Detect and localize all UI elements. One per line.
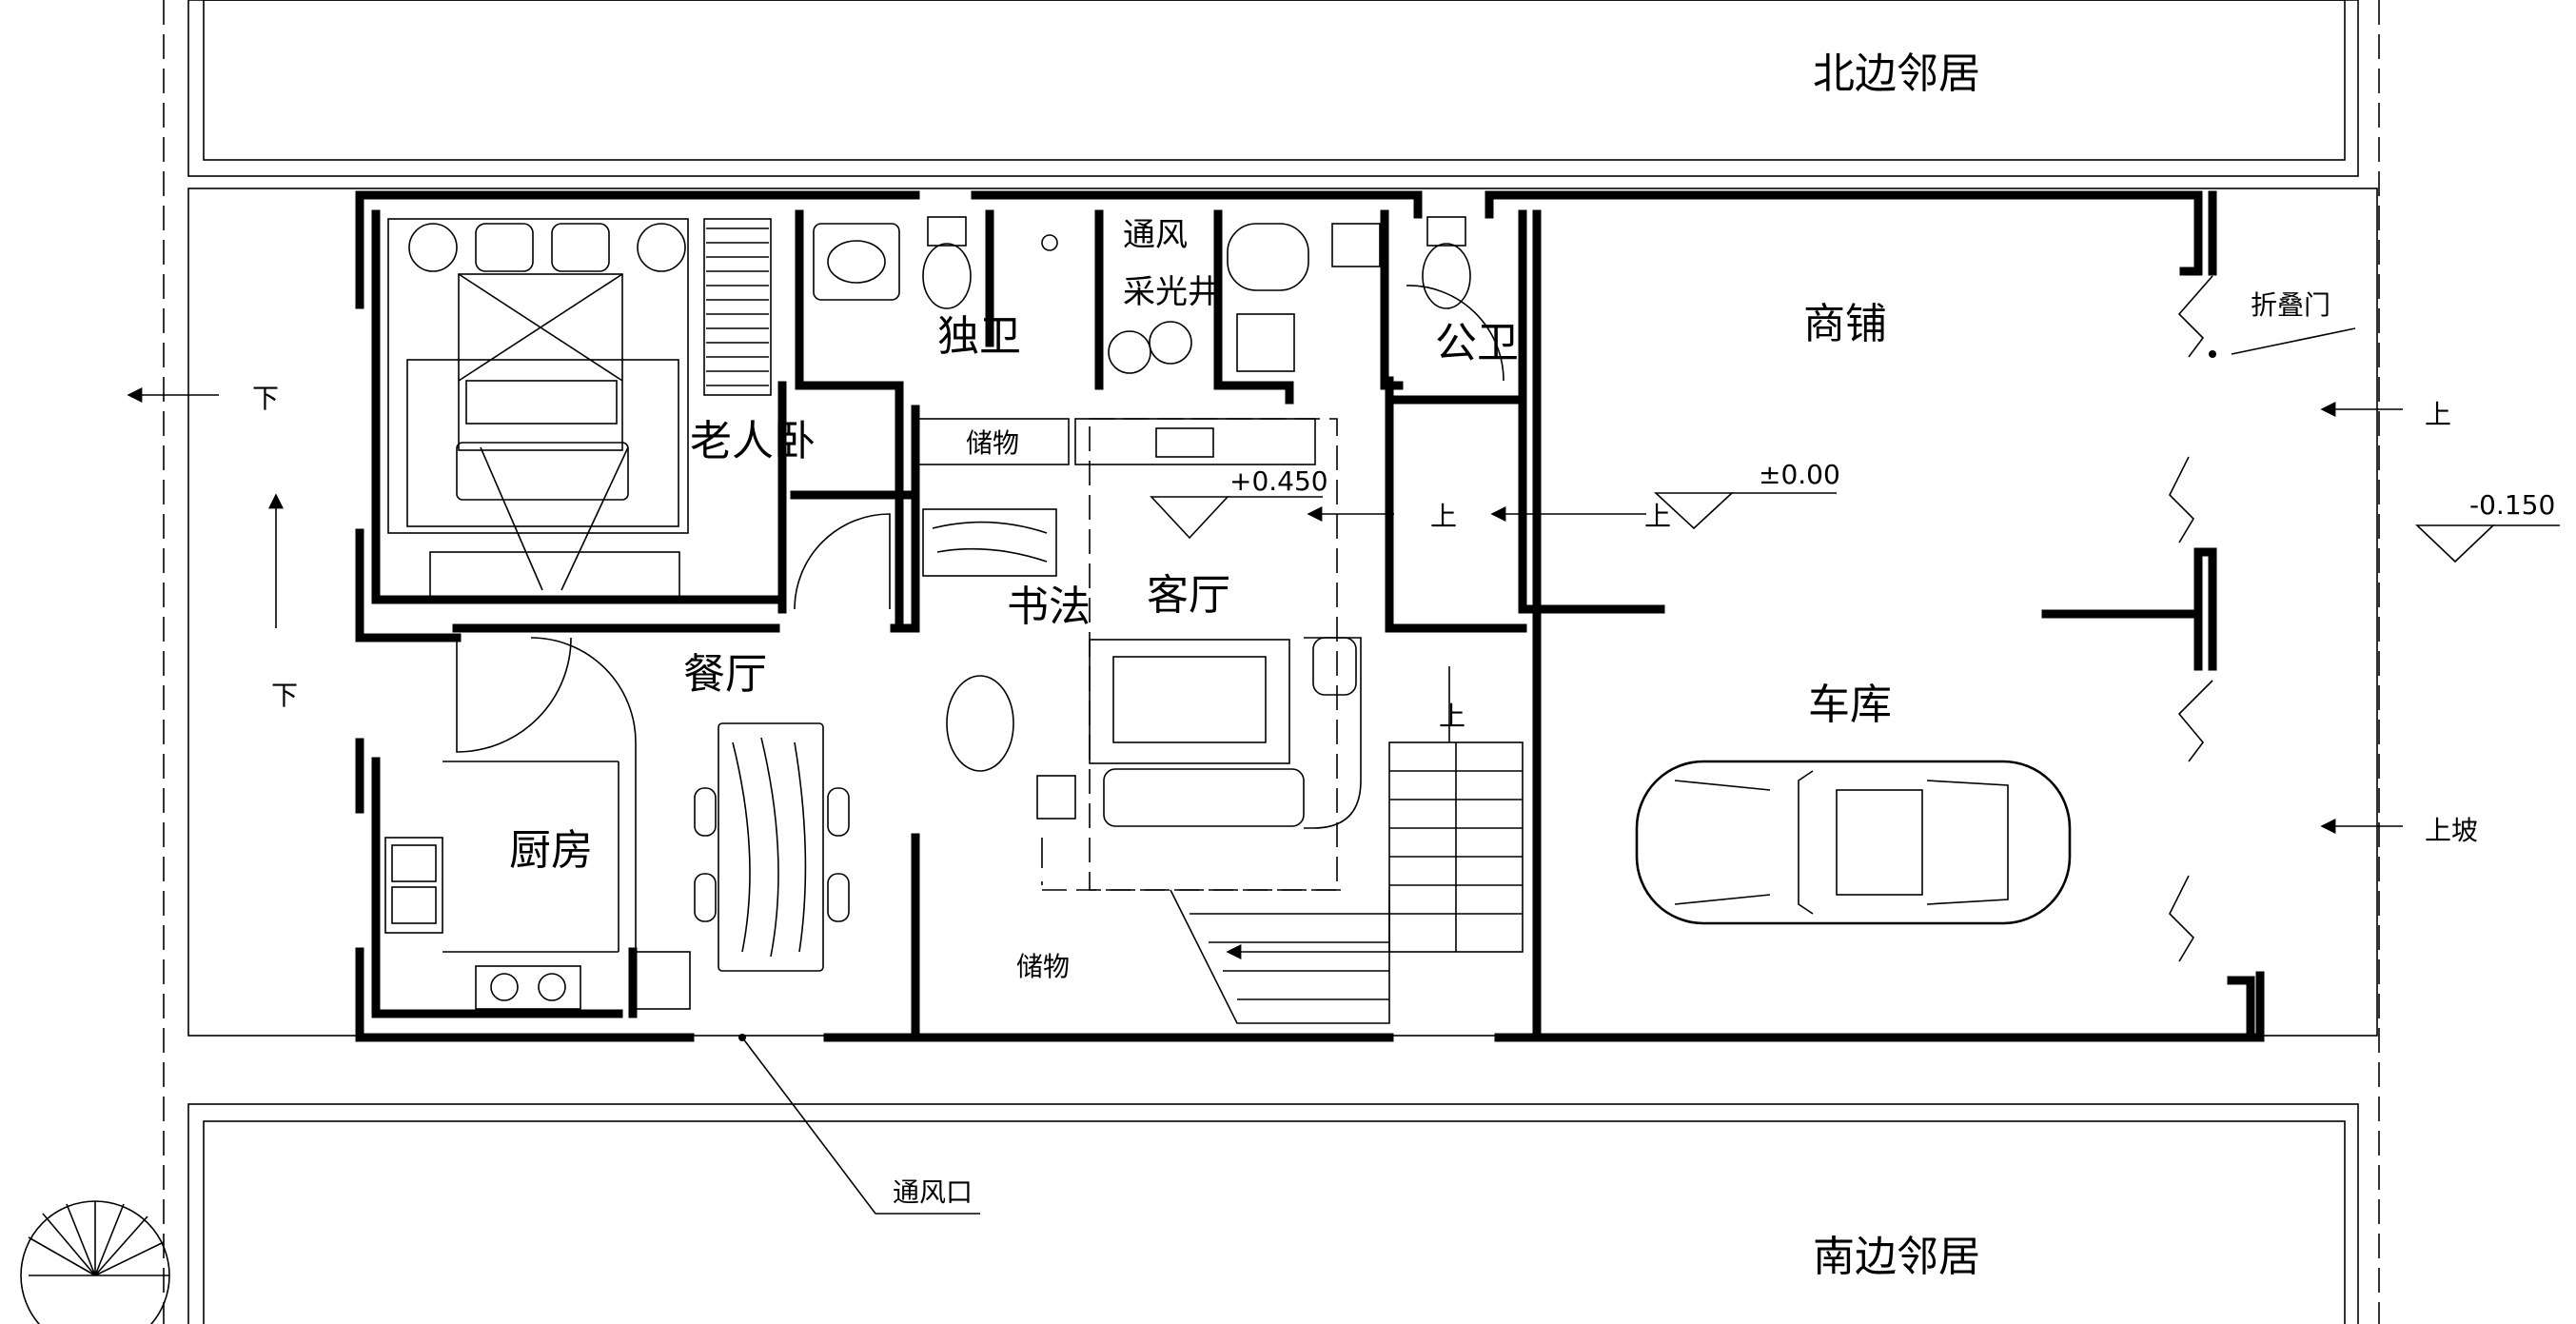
label-down-west: 下 bbox=[252, 383, 279, 414]
label-private-bath: 独卫 bbox=[937, 312, 1021, 361]
label-public-bath: 公卫 bbox=[1435, 319, 1519, 367]
label-north-neighbor: 北边邻居 bbox=[1813, 49, 1980, 98]
walls bbox=[355, 190, 2265, 1042]
label-shop: 商铺 bbox=[1803, 300, 1887, 348]
label-storage-bottom: 储物 bbox=[1016, 951, 1070, 982]
bed-furniture bbox=[387, 218, 772, 603]
label-kitchen: 厨房 bbox=[509, 826, 593, 875]
living-furniture bbox=[917, 418, 1362, 891]
bath-fixtures bbox=[813, 216, 1471, 374]
label-vent-opening: 通风口 bbox=[893, 1176, 973, 1208]
level-shop: ±0.00 bbox=[1759, 459, 1840, 490]
label-storage-top: 储物 bbox=[966, 427, 1019, 459]
label-south-neighbor: 南边邻居 bbox=[1813, 1233, 1980, 1281]
stairs bbox=[1041, 666, 1524, 1024]
level-arrows bbox=[127, 327, 2560, 1215]
label-up-ramp: 上坡 bbox=[2425, 815, 2478, 846]
label-vent-well: 通风 bbox=[1123, 216, 1188, 254]
room-labels: 北边邻居 南边邻居 老人卧 独卫 通风 采光井 公卫 商铺 储物 书法 客厅 餐… bbox=[509, 49, 1980, 1281]
car-symbol bbox=[1635, 760, 2072, 925]
label-elder-bedroom: 老人卧 bbox=[690, 417, 816, 465]
label-down-south: 下 bbox=[271, 680, 298, 711]
label-up-garage-entry: 上 bbox=[1644, 501, 1671, 532]
tree-symbol bbox=[20, 1200, 170, 1324]
level-labels: +0.450 ±0.00 -0.150 bbox=[1229, 459, 2555, 521]
level-living: +0.450 bbox=[1229, 465, 1328, 497]
label-up-stair: 上 bbox=[1439, 701, 1465, 732]
annotation-labels: 折叠门 通风口 上 上坡 上 上 上 下 下 bbox=[252, 289, 2478, 1208]
label-folding-door: 折叠门 bbox=[2251, 289, 2330, 321]
doors bbox=[456, 275, 2216, 962]
dining-kitchen-furniture bbox=[384, 722, 850, 1010]
label-calligraphy: 书法 bbox=[1007, 583, 1091, 631]
level-outside: -0.150 bbox=[2469, 489, 2555, 521]
label-up-shop: 上 bbox=[2425, 399, 2451, 430]
label-dining-room: 餐厅 bbox=[683, 650, 767, 699]
label-garage: 车库 bbox=[1808, 681, 1892, 729]
label-living-room: 客厅 bbox=[1147, 571, 1230, 620]
label-up-living: 上 bbox=[1430, 501, 1457, 532]
label-light-well: 采光井 bbox=[1123, 273, 1220, 311]
